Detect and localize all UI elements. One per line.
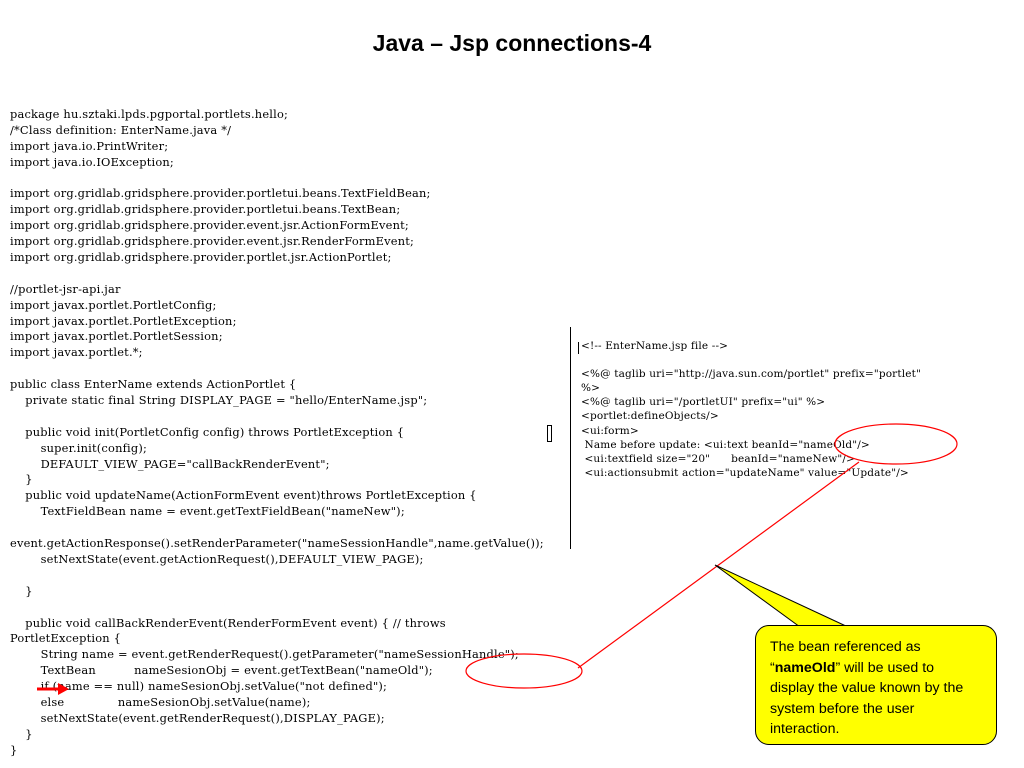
java-code-line: import java.io.IOException; xyxy=(10,154,174,169)
java-code-line: public void init(PortletConfig config) t… xyxy=(10,424,405,439)
jsp-code-line: <ui:form> xyxy=(581,424,639,437)
java-code-line: private static final String DISPLAY_PAGE… xyxy=(10,393,428,408)
java-code-line: setNextState(event.getActionRequest(),DE… xyxy=(10,551,424,566)
java-code-block: package hu.sztaki.lpds.pgportal.portlets… xyxy=(10,107,544,759)
jsp-code-line: <!-- EnterName.jsp file --> xyxy=(581,340,729,352)
java-code-line: public class EnterName extends ActionPor… xyxy=(10,377,297,392)
callout-text-before: The bean referenced as “ xyxy=(770,639,921,676)
java-code-line: import java.io.PrintWriter; xyxy=(10,138,169,153)
java-code-line: DEFAULT_VIEW_PAGE="callBackRenderEvent"; xyxy=(10,456,330,471)
java-code-line: event.getActionResponse().setRenderParam… xyxy=(10,536,544,551)
jsp-code-line: <portlet:defineObjects/> xyxy=(581,410,719,423)
java-code-line: import javax.portlet.*; xyxy=(10,345,143,360)
jsp-code-line: <%@ taglib uri="http://java.sun.com/port… xyxy=(581,368,921,381)
jsp-code-line: %> xyxy=(581,382,601,395)
java-code-line: else nameSesionObj.setValue(name); xyxy=(10,694,311,709)
java-code-line: import org.gridlab.gridsphere.provider.e… xyxy=(10,218,409,233)
callout-box: The bean referenced as “nameOld” will be… xyxy=(755,625,997,745)
java-nameold-highlight-ellipse xyxy=(465,653,583,689)
java-code-line: import javax.portlet.PortletConfig; xyxy=(10,297,217,312)
connector-line xyxy=(577,461,860,669)
red-arrow-head xyxy=(58,683,69,695)
java-code-line: import org.gridlab.gridsphere.provider.p… xyxy=(10,202,401,217)
jsp-text-cursor xyxy=(578,342,579,354)
jsp-code-block: <!-- EnterName.jsp file --> <%@ taglib ur… xyxy=(581,339,921,480)
text-cursor-marker xyxy=(547,425,552,442)
callout-highlight: nameOld xyxy=(774,659,836,676)
java-code-line: import org.gridlab.gridsphere.provider.p… xyxy=(10,186,431,201)
jsp-code-line: Name before update: <ui:text beanId="nam… xyxy=(581,438,870,451)
java-code-line: //portlet-jsr-api.jar xyxy=(10,281,121,296)
callout-pointer xyxy=(714,564,849,628)
java-code-line: } xyxy=(10,726,33,741)
java-code-line: super.init(config); xyxy=(10,440,148,455)
java-code-line: if (name == null) nameSesionObj.setValue… xyxy=(10,679,388,694)
jsp-nameold-highlight-ellipse xyxy=(834,423,958,465)
java-code-line: public void updateName(ActionFormEvent e… xyxy=(10,488,477,503)
java-code-line: public void callBackRenderEvent(RenderFo… xyxy=(10,615,446,630)
java-code-line: import org.gridlab.gridsphere.provider.e… xyxy=(10,234,415,249)
java-code-line: import javax.portlet.PortletException; xyxy=(10,313,237,328)
slide-title: Java – Jsp connections-4 xyxy=(372,30,652,56)
java-code-line: import javax.portlet.PortletSession; xyxy=(10,329,223,344)
jsp-code-line: <%@ taglib uri="/portletUI" prefix="ui" … xyxy=(581,396,826,409)
java-code-line: String name = event.getRenderRequest().g… xyxy=(10,647,519,662)
java-code-line: package hu.sztaki.lpds.pgportal.portlets… xyxy=(10,107,289,121)
java-code-line: /*Class definition: EnterName.java */ xyxy=(10,122,232,137)
java-code-line: PortletException { xyxy=(10,631,122,646)
java-code-line: setNextState(event.getRenderRequest(),DI… xyxy=(10,710,385,725)
java-code-line: TextBean nameSesionObj = event.getTextBe… xyxy=(10,663,433,678)
java-code-line: } xyxy=(10,583,33,598)
callout-text-after: ” will be used to display the value know… xyxy=(770,659,964,738)
java-code-line: } xyxy=(10,742,18,757)
java-code-line: TextFieldBean name = event.getTextFieldB… xyxy=(10,504,405,519)
java-code-line: import org.gridlab.gridsphere.provider.p… xyxy=(10,250,392,265)
jsp-code-line: <ui:textfield size="20" beanId="nameNew"… xyxy=(581,452,855,465)
code-divider xyxy=(570,327,571,549)
java-code-line: } xyxy=(10,472,33,487)
jsp-code-line: <ui:actionsubmit action="updateName" val… xyxy=(581,466,909,479)
